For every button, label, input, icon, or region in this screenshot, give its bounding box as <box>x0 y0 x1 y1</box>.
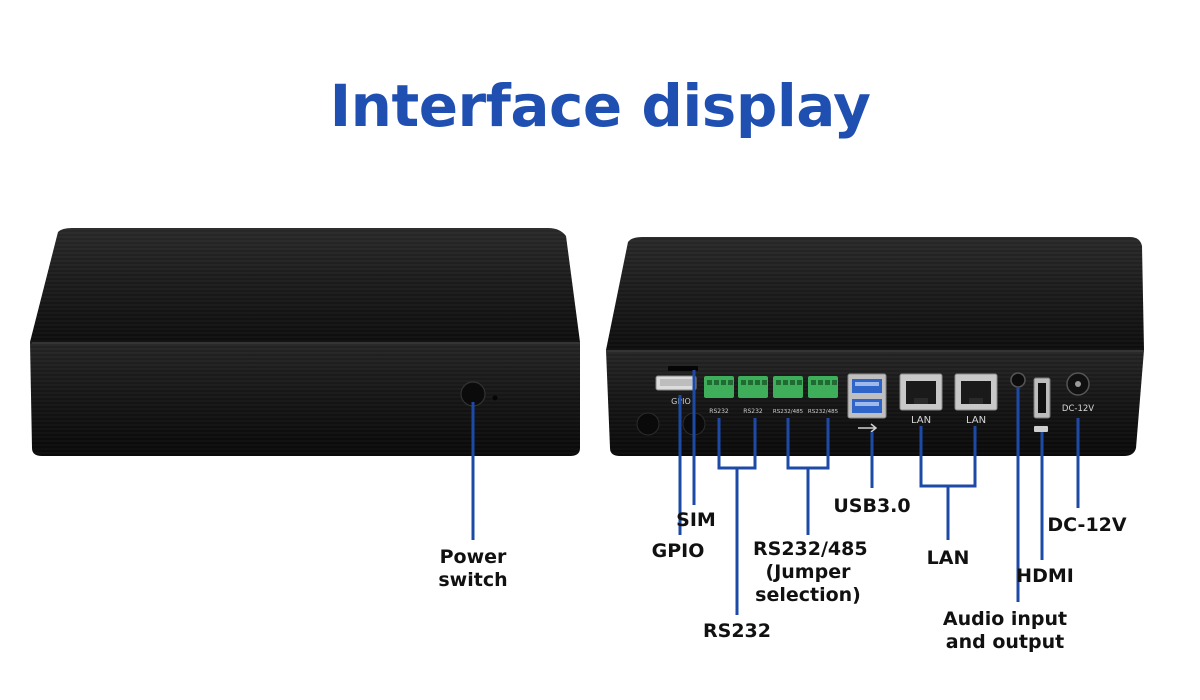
device-front <box>30 228 580 456</box>
terminal-block-1: RS232 <box>704 376 734 415</box>
callout-usb3: USB3.0 <box>833 495 911 517</box>
terminal-block-3: RS232/485 <box>773 376 804 415</box>
lan-port-left: LAN <box>899 373 943 426</box>
callout-dc: DC-12V <box>1047 514 1127 536</box>
callout-sim: SIM <box>676 509 716 531</box>
terminal-3-marking: RS232/485 <box>773 409 804 415</box>
callout-hdmi: HDMI <box>1016 565 1074 587</box>
dc-jack: DC-12V <box>1062 372 1094 414</box>
terminal-block-2: RS232 <box>738 376 768 415</box>
usb-icon <box>858 423 878 433</box>
usb3-ports <box>847 373 887 433</box>
callout-rs232-485: RS232/485 (Jumper selection) <box>753 538 868 606</box>
terminal-1-marking: RS232 <box>709 408 729 415</box>
lan-right-marking: LAN <box>966 415 986 426</box>
audio-jack <box>1010 372 1026 388</box>
page-title: Interface display <box>329 72 871 140</box>
leader-lines <box>471 370 1080 615</box>
terminal-4-marking: RS232/485 <box>808 409 839 415</box>
callout-rs232: RS232 <box>703 620 771 642</box>
callout-audio: Audio input and output <box>942 608 1068 653</box>
sim-slot <box>668 366 698 371</box>
callout-gpio: GPIO <box>651 540 705 562</box>
hdmi-port <box>1033 377 1051 432</box>
terminal-block-4: RS232/485 <box>808 376 839 415</box>
dc-marking: DC-12V <box>1062 404 1094 414</box>
device-rear: GPIO RS232 RS232 RS232/485 RS232/485 <box>606 237 1144 456</box>
lan-port-right: LAN <box>954 373 998 426</box>
callout-power-switch: Power switch <box>438 546 508 591</box>
callout-lan: LAN <box>926 547 970 569</box>
terminal-2-marking: RS232 <box>743 408 763 415</box>
lan-left-marking: LAN <box>911 415 931 426</box>
